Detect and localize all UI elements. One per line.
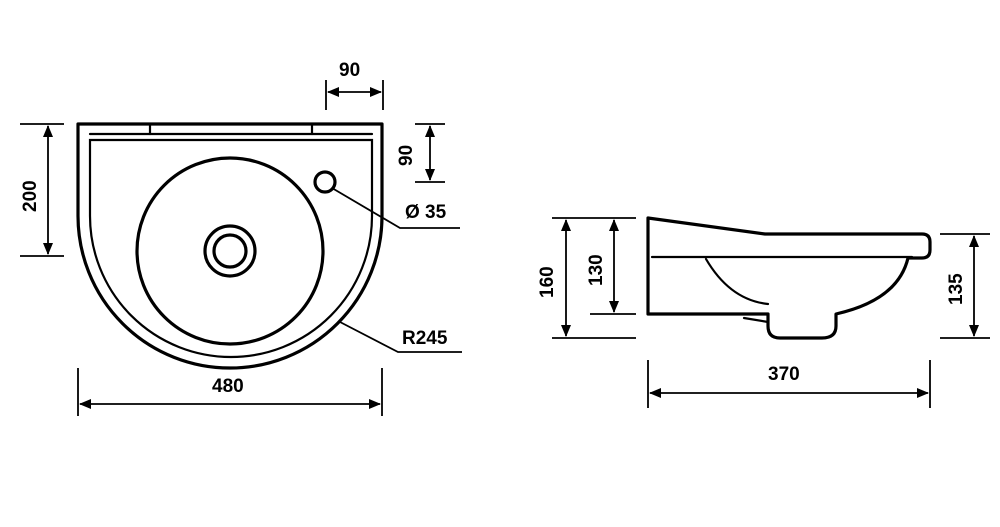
side-bowl-curve: [704, 257, 770, 306]
basin-inner-rim: [88, 138, 374, 359]
overall-width-label: 480: [212, 376, 244, 397]
side-rim-height-label: 135: [946, 273, 967, 305]
tap-hole-label: Ø 35: [405, 202, 447, 223]
side-drain: [742, 316, 770, 324]
tap-hole: [313, 170, 337, 194]
side-total-height-label: 160: [537, 266, 558, 298]
bowl-outline: [135, 156, 325, 346]
top-view: Ø 35 R245 90 90 200 480: [20, 60, 462, 416]
radius-leader: [339, 321, 462, 353]
top-height-label: 90: [396, 145, 417, 166]
top-width-label: 90: [339, 60, 360, 81]
side-view: 160 130 135 370: [537, 216, 990, 408]
left-height-label: 200: [20, 180, 41, 212]
radius-label: R245: [402, 328, 448, 349]
drain-inner: [212, 233, 248, 269]
basin-outer-outline: [76, 122, 384, 370]
side-outer-outline: [646, 216, 932, 340]
drain-outer: [203, 224, 257, 278]
side-depth-label: 370: [768, 364, 800, 385]
side-bowl-height-label: 130: [586, 254, 607, 286]
tap-hole-leader: [331, 187, 460, 229]
